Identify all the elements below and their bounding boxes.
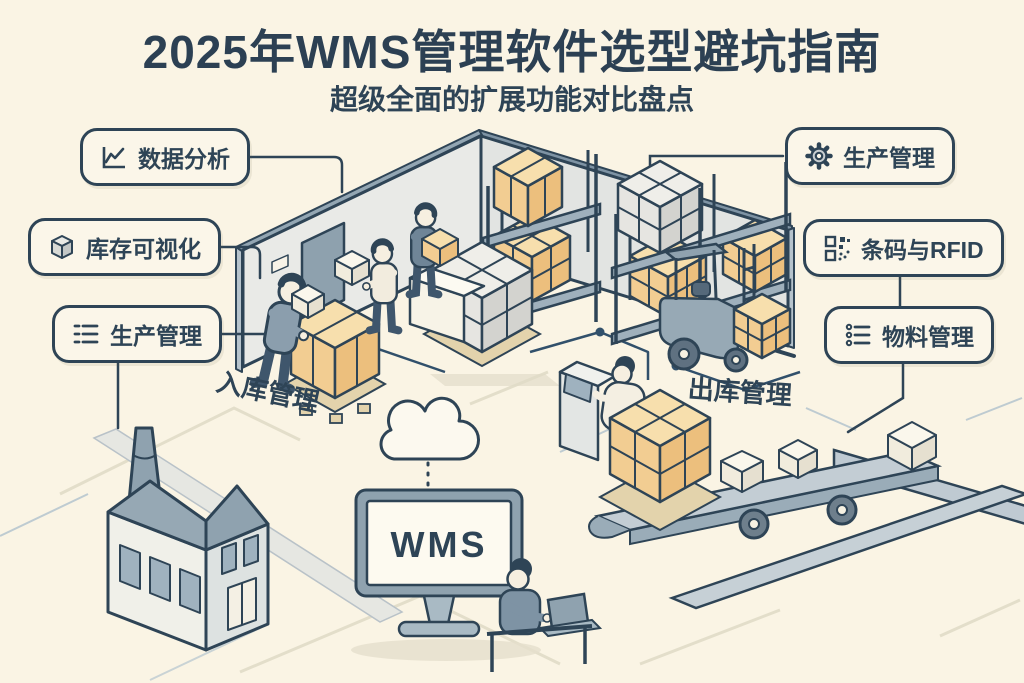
callout-barcode-rfid: 条码与RFID: [803, 219, 1004, 277]
callout-label: 生产管理: [110, 323, 202, 349]
cardboard-box: [289, 298, 381, 400]
callout-label: 数据分析: [138, 146, 230, 172]
page-subtitle: 超级全面的扩展功能对比盘点: [329, 84, 694, 115]
wms-monitor: WMS: [351, 488, 541, 661]
cardboard-box: [492, 146, 564, 228]
line-chart-icon: [100, 143, 128, 171]
factory-building: [106, 426, 270, 652]
cloud-icon: [379, 396, 480, 490]
kiosk-terminal: [558, 360, 617, 462]
callout-connectors: [116, 154, 905, 434]
outbound-area-label: 出库管理: [686, 373, 793, 411]
small-box: [887, 421, 937, 471]
gear-icon: [805, 142, 833, 170]
gray-box: [616, 159, 704, 255]
desk-worker: [486, 558, 603, 672]
callout-data-analysis: 数据分析: [80, 128, 250, 186]
callout-label: 物料管理: [882, 324, 974, 350]
factory-door: [227, 577, 257, 631]
small-box: [720, 450, 764, 493]
bullet-list-icon: [844, 321, 872, 349]
callout-label: 库存可视化: [86, 236, 201, 262]
qr-code-icon: [823, 234, 851, 262]
callout-production-management-right: 生产管理: [785, 127, 955, 185]
wall-hatch: [271, 254, 289, 274]
cardboard-box: [608, 388, 712, 504]
cube-icon: [48, 233, 76, 261]
page-title: 2025年WMS管理软件选型避坑指南: [142, 26, 882, 78]
wms-screen-label: WMS: [391, 524, 488, 565]
inbound-pallet-box: [282, 298, 388, 424]
callout-inventory-visualization: 库存可视化: [28, 218, 221, 276]
kiosk-screen: [563, 373, 593, 403]
cardboard-box: [421, 228, 459, 267]
list-lines-icon: [72, 320, 100, 348]
forklift: [658, 242, 796, 373]
monitor-screen: [365, 499, 513, 587]
callout-label: 生产管理: [843, 145, 935, 171]
desk: [486, 624, 593, 636]
outbound-pallet-box: [597, 388, 723, 532]
small-box: [778, 439, 818, 479]
cardboard-box: [732, 292, 792, 360]
callout-label: 条码与RFID: [861, 237, 984, 263]
callout-material-management: 物料管理: [824, 306, 994, 364]
small-box: [291, 284, 325, 319]
small-box: [334, 250, 370, 286]
callout-production-management-left: 生产管理: [52, 305, 222, 363]
connector-node: [595, 327, 605, 337]
factory-windows: [119, 534, 259, 614]
